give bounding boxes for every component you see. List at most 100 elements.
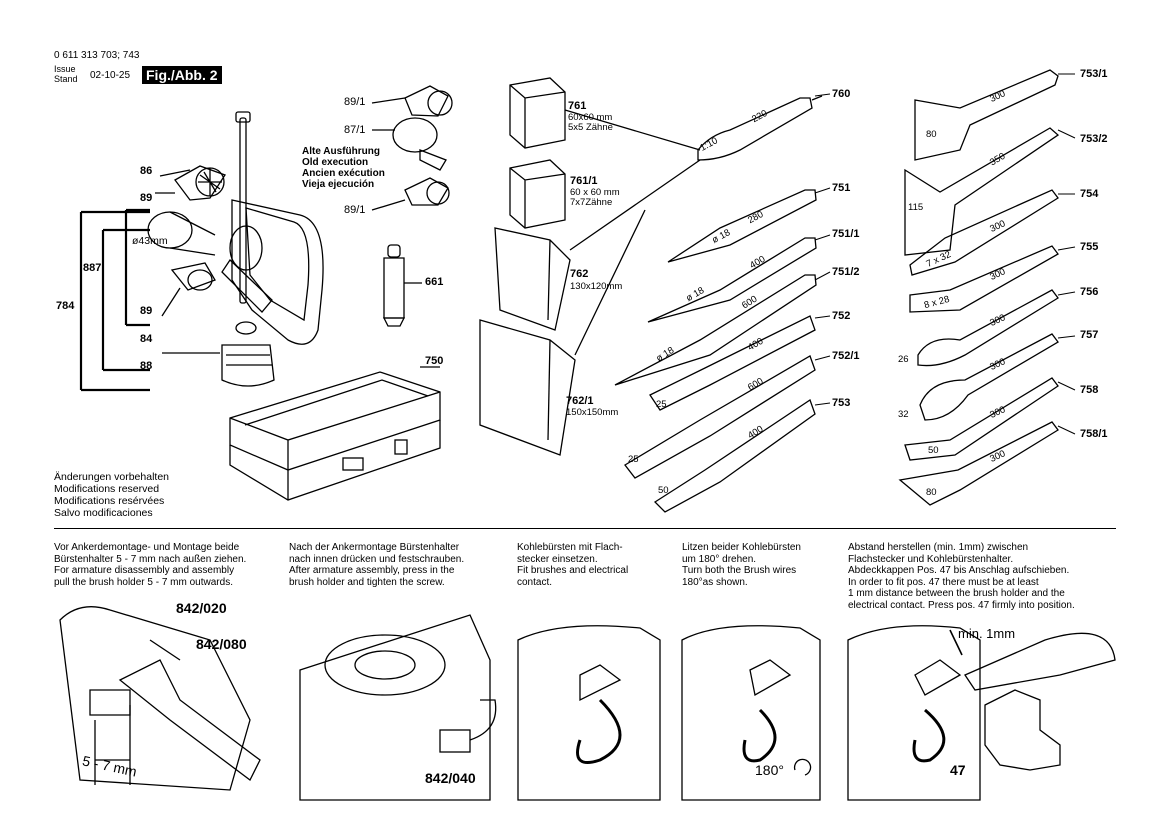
modifications-de: Änderungen vorbehalten <box>54 471 170 483</box>
t753-1-width: 80 <box>926 129 937 140</box>
instruction-line: brush holder and tighten the screw. <box>289 576 445 588</box>
part-887: 887 <box>83 262 102 274</box>
part-751: 751 <box>832 182 851 194</box>
instruction-line: um 180° drehen. <box>682 553 757 565</box>
t758-width: 50 <box>928 445 939 456</box>
part-752: 752 <box>832 310 851 322</box>
old-execution-es: Vieja ejecución <box>302 179 375 190</box>
modifications-en: Modifications reserved <box>54 483 160 495</box>
part-753-2: 753/2 <box>1080 133 1108 145</box>
callout-180-degrees: 180° <box>755 762 784 778</box>
instruction-line: Fit brushes and electrical <box>517 565 629 576</box>
instruction-line: electrical contact. Press pos. 47 firmly… <box>848 599 1075 611</box>
callout-842-040: 842/040 <box>425 770 476 786</box>
figure-label: Fig./Abb. 2 <box>142 66 222 84</box>
part-761-spec: 60x60 mm 5x5 Zähne <box>568 113 613 133</box>
bush-hammer-heads <box>479 77 701 456</box>
instruction-line: Kohlebürsten mit Flach- <box>517 542 623 553</box>
instruction-line: Nach der Ankermontage Bürstenhalter <box>289 542 460 553</box>
part-762-size: 130x120mm <box>570 281 623 292</box>
instruction-2: Nach der Ankermontage Bürstenhalter nach… <box>289 542 464 588</box>
instruction-line: nach innen drücken und festschrauben. <box>289 553 465 565</box>
instruction-line: contact. <box>517 576 553 588</box>
instruction-line: 1 mm distance between the brush holder a… <box>848 588 1065 599</box>
part-753-1: 753/1 <box>1080 68 1108 80</box>
part-89-lower: 89 <box>140 305 153 317</box>
callout-842-080: 842/080 <box>196 636 247 652</box>
instruction-4: Litzen beider Kohlebürsten um 180° drehe… <box>682 542 801 588</box>
part-762-1: 762/1 <box>566 395 594 407</box>
part-661: 661 <box>425 276 444 288</box>
issue-label-en: Issue <box>54 64 76 74</box>
part-753: 753 <box>832 397 851 409</box>
part-758-1: 758/1 <box>1080 428 1108 440</box>
part-761-1-teeth: 7x7Zähne <box>570 197 613 208</box>
callout-min-1mm: min. 1mm <box>958 626 1016 641</box>
instruction-line: pull the brush holder 5 - 7 mm outwards. <box>54 576 233 588</box>
instruction-line: Turn both the Brush wires <box>682 565 797 576</box>
modifications-note: Änderungen vorbehalten Modifications res… <box>54 471 169 519</box>
brush-holder-illustrations <box>59 606 1116 801</box>
part-751-2: 751/2 <box>832 266 860 278</box>
t752-1-width: 25 <box>628 454 639 465</box>
instruction-line: For armature disassembly and assembly <box>54 565 235 576</box>
t753-width: 50 <box>658 485 669 496</box>
part-755: 755 <box>1080 241 1099 253</box>
part-89-1-lower: 89/1 <box>344 204 366 216</box>
t756-width: 26 <box>898 354 909 365</box>
collar-old-execution <box>371 85 453 211</box>
part-761-1-spec: 60 x 60 mm 7x7Zähne <box>570 188 620 208</box>
instruction-line: Vor Ankerdemontage- und Montage beide <box>54 542 240 553</box>
grease-tube <box>382 244 422 327</box>
part-757: 757 <box>1080 329 1099 341</box>
old-execution-note: Alte Ausführung Old execution Ancien exé… <box>302 146 385 190</box>
part-750: 750 <box>425 355 444 367</box>
instruction-5: Abstand herstellen (min. 1mm) zwischen F… <box>848 542 1075 611</box>
part-87-1: 87/1 <box>344 124 366 136</box>
hammer-drill-stand <box>221 111 324 387</box>
issue-label: Issue Stand <box>54 64 78 84</box>
part-761-teeth: 5x5 Zähne <box>568 122 613 133</box>
instruction-line: Bürstenhalter 5 - 7 mm nach außen ziehen… <box>54 553 247 565</box>
part-784: 784 <box>56 300 75 312</box>
old-execution-fr: Ancien exécution <box>302 168 385 179</box>
instruction-line: Abdeckkappen Pos. 47 bis Anschlag aufsch… <box>848 565 1070 576</box>
instruction-line: stecker einsetzen. <box>517 553 598 565</box>
part-761-size: 60x60 mm <box>568 112 613 123</box>
instruction-line: Abstand herstellen (min. 1mm) zwischen <box>848 542 1029 553</box>
old-execution-de: Alte Ausführung <box>302 146 380 157</box>
part-761-1: 761/1 <box>570 175 598 187</box>
part-758: 758 <box>1080 384 1099 396</box>
document-number: 0 611 313 703; 743 <box>54 50 140 61</box>
part-762-1-size: 150x150mm <box>566 407 619 418</box>
modifications-fr: Modifications resérvées <box>54 495 165 507</box>
part-751-1: 751/1 <box>832 228 860 240</box>
t752-width: 25 <box>656 399 667 410</box>
pointed-chisels <box>614 93 831 513</box>
instruction-line: After armature assembly, press in the <box>289 565 455 576</box>
carrying-case <box>229 366 441 501</box>
part-86: 86 <box>140 165 153 177</box>
t753-2-width: 115 <box>908 202 924 213</box>
part-762: 762 <box>570 268 589 280</box>
part-89-upper: 89 <box>140 192 153 204</box>
part-89-1-upper: 89/1 <box>344 96 366 108</box>
instruction-1: Vor Ankerdemontage- und Montage beide Bü… <box>54 542 246 588</box>
callout-47: 47 <box>950 762 966 778</box>
instruction-line: In order to fit pos. 47 there must be at… <box>848 576 1039 588</box>
section-divider <box>54 528 1116 529</box>
instruction-3: Kohlebürsten mit Flach- stecker einsetze… <box>517 542 628 588</box>
part-754: 754 <box>1080 188 1099 200</box>
issue-date: 02-10-25 <box>90 70 131 81</box>
part-760: 760 <box>832 88 851 100</box>
t757-width: 32 <box>898 409 909 420</box>
part-752-1: 752/1 <box>832 350 860 362</box>
part-diameter: ø43mm <box>132 235 168 247</box>
old-execution-en: Old execution <box>302 157 369 168</box>
t758-1-width: 80 <box>926 487 937 498</box>
issue-label-de: Stand <box>54 74 78 84</box>
part-761: 761 <box>568 100 587 112</box>
part-88: 88 <box>140 360 153 372</box>
collar-89 <box>147 165 226 291</box>
